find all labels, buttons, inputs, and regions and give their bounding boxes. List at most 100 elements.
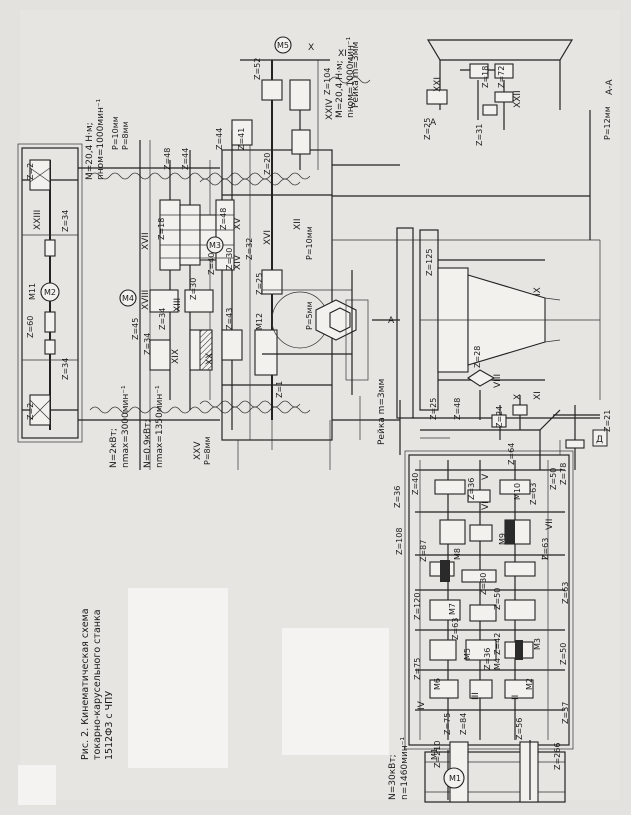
motor-icon bbox=[40, 282, 60, 302]
pitch-label: P=8мм bbox=[203, 436, 212, 465]
shaft-label: V bbox=[481, 473, 491, 480]
clutch-label: M10 bbox=[513, 483, 522, 500]
gear-label: Z=104 bbox=[323, 68, 332, 95]
motor-label: M3 bbox=[209, 241, 221, 250]
shaft-label: XXV bbox=[193, 441, 203, 460]
speed-label: n=1460мин⁻¹ bbox=[400, 737, 410, 800]
gear-label: Z=72 bbox=[497, 66, 506, 88]
gear-label: Z=34 bbox=[143, 333, 152, 355]
power-label: N=0.9кВт; bbox=[143, 420, 153, 468]
section-a-a bbox=[426, 39, 574, 130]
clutch-label: M2 bbox=[525, 678, 534, 690]
gear-label: Z=44 bbox=[215, 128, 224, 150]
gear-label: Z=63 bbox=[561, 582, 570, 604]
gear-label: Z=266 bbox=[553, 743, 562, 770]
gear-label: Z=108 bbox=[395, 528, 404, 555]
shaft-label: VIII bbox=[493, 374, 503, 388]
clutch-label: M12 bbox=[255, 313, 264, 330]
caption-line-1: Рис. 2. Кинематическая схема bbox=[80, 608, 91, 760]
gear-label: Z=48 bbox=[219, 208, 228, 230]
sensor-marker: Д bbox=[596, 435, 603, 445]
gear-label: Z=21 bbox=[603, 410, 612, 432]
gear-label: Z=120 bbox=[413, 593, 422, 620]
rack-label: Рейка m=3мм bbox=[351, 42, 361, 108]
gear-label: Z=45 bbox=[131, 318, 140, 340]
pitch-label: P=8мм bbox=[121, 121, 130, 150]
clutch-label: M11 bbox=[28, 283, 37, 300]
gear-label: Z=63 bbox=[541, 538, 550, 560]
gear-label: Z=25 bbox=[255, 273, 264, 295]
gear-label: Z=30 bbox=[225, 248, 234, 270]
blank-patch bbox=[18, 765, 56, 805]
gear-label: Z=50 bbox=[559, 643, 568, 665]
shaft-label: XIV bbox=[233, 254, 243, 270]
motor-label: M4 bbox=[122, 294, 134, 303]
motor-label: M2 bbox=[44, 288, 56, 297]
shaft-label: III bbox=[471, 692, 481, 700]
gear-label: Z=18 bbox=[157, 218, 166, 240]
gear-label: Z=64 bbox=[507, 443, 516, 465]
pitch-label: P=10мм bbox=[305, 226, 314, 260]
slide-gears bbox=[119, 36, 330, 376]
gear-label: Z=52 bbox=[253, 58, 262, 80]
tool-head bbox=[262, 270, 400, 395]
shaft-label: XXIV bbox=[325, 98, 335, 120]
faceplate-table bbox=[396, 227, 608, 460]
clutch-label: M3 bbox=[533, 638, 542, 650]
power-label: N=30кВт; bbox=[388, 754, 398, 800]
shaft-label: XIII bbox=[173, 298, 183, 312]
shaft-label: XX bbox=[205, 353, 215, 365]
section-marker: A bbox=[388, 316, 395, 326]
gear-label: Z=25 bbox=[429, 398, 438, 420]
connections bbox=[237, 76, 576, 470]
vert-motor-1-specs: M=20,4 Н·м; nном=1000мин⁻¹ bbox=[85, 98, 106, 180]
gear-label: Z=48 bbox=[453, 398, 462, 420]
caption-line-3: 1512Ф3 с ЧПУ bbox=[104, 691, 115, 760]
clutch-label: M1 bbox=[430, 748, 439, 760]
gear-label: Z=20 bbox=[263, 153, 272, 175]
figure-caption: Рис. 2. Кинематическая схема токарно-кар… bbox=[80, 608, 115, 760]
gear-label: Z=50 bbox=[549, 468, 558, 490]
shaft-label: XII bbox=[293, 219, 303, 230]
clutch-label: M9 bbox=[498, 533, 507, 545]
shaft-marker: X bbox=[308, 43, 314, 53]
motor-label: M1 bbox=[449, 774, 461, 783]
gear-label: Z=87 bbox=[419, 540, 428, 562]
feed-motor-2-specs: N=0.9кВт; nmax=1350мин⁻¹ bbox=[143, 385, 165, 468]
shaft-label: XVI bbox=[263, 230, 273, 245]
clutch-label: M4 bbox=[493, 658, 502, 670]
speed-label: nном=1000мин⁻¹ bbox=[96, 98, 106, 180]
shaft-label: IX bbox=[533, 287, 543, 296]
gear-label: Z=2 bbox=[26, 403, 35, 420]
clutch-label: M5 bbox=[463, 648, 472, 660]
gear-label: Z=50 bbox=[493, 588, 502, 610]
blank-patch bbox=[282, 628, 389, 755]
gear-label: Z=36 bbox=[467, 478, 476, 500]
gear-label: Z=28 bbox=[473, 346, 482, 368]
gear-label: Z=2 bbox=[26, 163, 35, 180]
rack-label: Рейка m=3мм bbox=[377, 379, 387, 445]
gear-label: Z=30 bbox=[189, 278, 198, 300]
power-label: N=2кВт; bbox=[109, 428, 119, 468]
shaft-label: XVIII bbox=[141, 290, 151, 310]
shaft-label: XVII bbox=[141, 232, 151, 250]
gear-label: Z=75 bbox=[443, 713, 452, 735]
gear-label: Z=37 bbox=[561, 702, 570, 724]
shaft-label: VI bbox=[481, 501, 491, 510]
clutch-label: M7 bbox=[448, 603, 457, 615]
shaft-label: XI bbox=[533, 391, 543, 400]
feed-motor-1-specs: N=2кВт; nmax=3000мин⁻¹ bbox=[109, 385, 131, 468]
gear-label: Z=125 bbox=[425, 249, 434, 276]
shaft-marker: XI bbox=[338, 49, 347, 59]
gear-label: Z=48 bbox=[163, 148, 172, 170]
gear-label: Z=43 bbox=[225, 308, 234, 330]
gear-label: Z=30 bbox=[479, 573, 488, 595]
gear-label: Z=40 bbox=[411, 473, 420, 495]
speed-label: nном=1000мин⁻¹ bbox=[346, 36, 356, 118]
main-motor-drive bbox=[424, 740, 566, 803]
gear-label: Z=25 bbox=[423, 118, 432, 140]
gear-label: Z=34 bbox=[61, 358, 70, 380]
shaft-label: X bbox=[513, 394, 523, 400]
